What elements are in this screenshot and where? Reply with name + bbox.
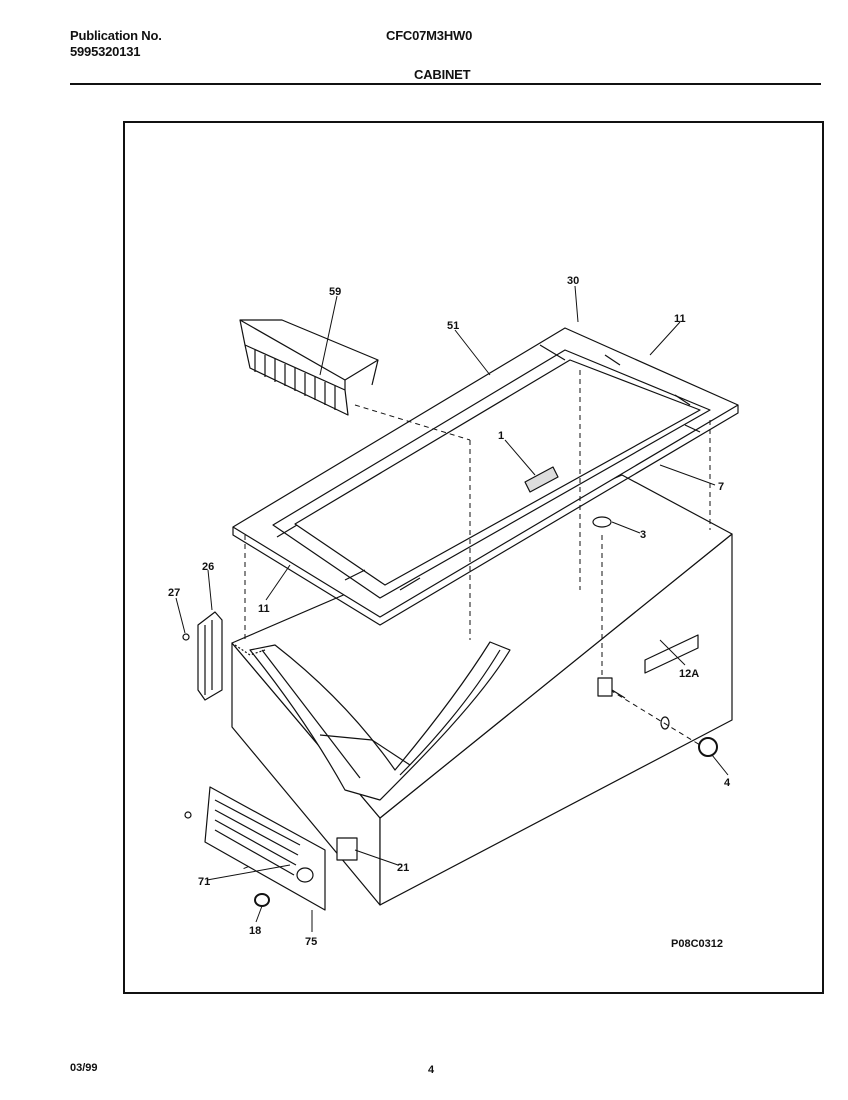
publication-label: Publication No. <box>70 28 162 43</box>
section-title: CABINET <box>414 67 471 82</box>
callout-7: 7 <box>718 481 724 493</box>
callout-59: 59 <box>329 286 341 298</box>
temperature-control <box>336 837 358 861</box>
callout-21: 21 <box>397 862 409 874</box>
callout-12a: 12A <box>679 668 699 680</box>
footer-date: 03/99 <box>70 1062 98 1074</box>
callout-18: 18 <box>249 925 261 937</box>
page-number: 4 <box>428 1064 435 1076</box>
callout-26: 26 <box>202 561 214 573</box>
callout-75: 75 <box>305 936 317 948</box>
callout-27: 27 <box>168 587 180 599</box>
lid-gasket-frame <box>232 327 739 626</box>
callout-11-top: 11 <box>674 313 686 325</box>
publication-number: 5995320131 <box>70 44 141 59</box>
lid-hinge <box>182 611 223 701</box>
diagram-frame <box>123 121 824 994</box>
callout-51: 51 <box>447 320 459 332</box>
cabinet-body <box>231 474 733 906</box>
callout-11-left: 11 <box>258 603 270 615</box>
lid-handle <box>524 466 559 493</box>
callout-30: 30 <box>567 275 579 287</box>
header-rule <box>70 83 821 85</box>
callout-1: 1 <box>498 430 504 442</box>
callout-71: 71 <box>198 876 210 888</box>
callout-4: 4 <box>724 777 731 789</box>
drain-plug <box>592 516 612 528</box>
rating-label <box>644 634 699 674</box>
drain-tube <box>597 677 718 757</box>
callout-3: 3 <box>640 529 646 541</box>
wire-basket <box>239 319 379 416</box>
model-number: CFC07M3HW0 <box>386 28 473 43</box>
grille <box>184 786 326 911</box>
drawing-id: P08C0312 <box>671 938 723 950</box>
